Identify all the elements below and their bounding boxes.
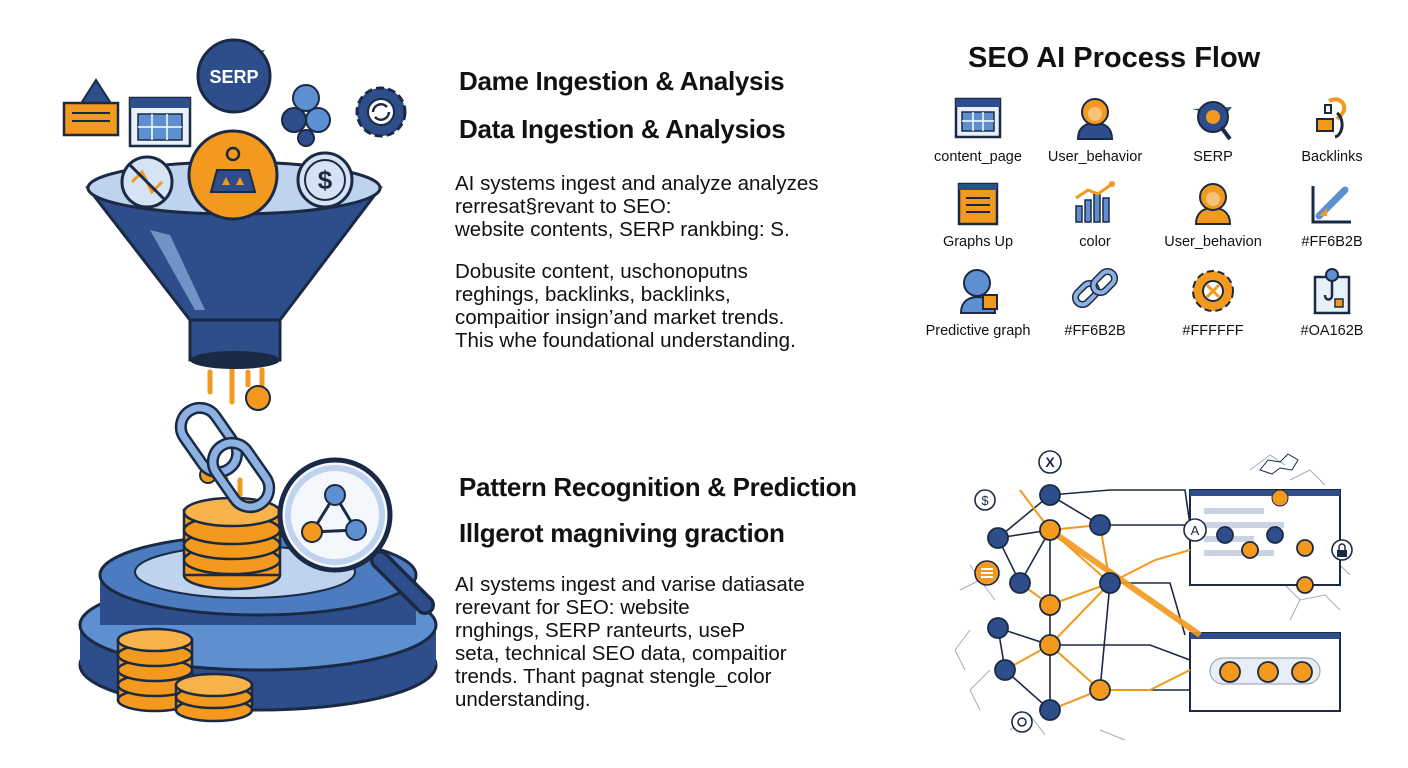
browser-window-icon xyxy=(128,96,192,148)
person-icon xyxy=(959,269,998,314)
network-marker-x: X xyxy=(1038,450,1062,474)
network-marker-dollar: $ xyxy=(974,489,996,511)
flow-item-label: #FF6B2B xyxy=(1064,323,1126,339)
target-marker-icon xyxy=(1011,711,1033,733)
serp-badge-label: SERP xyxy=(209,67,258,87)
serp-badge: SERP xyxy=(196,38,272,114)
svg-text:$: $ xyxy=(981,493,989,508)
flow-item-0a162b: #OA162B xyxy=(1262,265,1402,339)
browser-window-icon xyxy=(954,97,1002,139)
lock-marker-icon xyxy=(1331,539,1353,561)
flow-item-label: User_behavior xyxy=(1047,149,1143,165)
flow-item-content-page: content_page xyxy=(908,95,1048,165)
section2-heading-b: Illgerot magniving graction xyxy=(459,518,785,548)
flow-item-label: Graphs Up xyxy=(942,234,1014,250)
flow-item-label: color xyxy=(1079,234,1111,250)
gear-icon xyxy=(355,86,407,138)
section1-paragraph-2: Dobusite content, uschonoputns reghings,… xyxy=(455,260,796,352)
section2-heading-a: Pattern Recognition & Prediction xyxy=(459,472,857,502)
section1-heading-b: Data Ingestion & Analysios xyxy=(459,114,786,144)
svg-text:A: A xyxy=(1191,523,1200,538)
flow-item-label: content_page xyxy=(934,149,1022,165)
section1-paragraph-1: AI systems ingest and analyze analyzes r… xyxy=(455,172,819,241)
crossed-chart-icon xyxy=(120,155,174,209)
network-bubbles-icon xyxy=(281,84,331,147)
funnel-illustration: $ SERP xyxy=(62,38,438,723)
flow-item-label: Predictive graph xyxy=(925,323,1031,339)
flow-item-backlinks: Backlinks xyxy=(1262,95,1402,165)
link-icon xyxy=(1071,267,1119,309)
network-diagram: X $ A xyxy=(954,450,1353,741)
gear-icon xyxy=(1192,270,1234,312)
flow-item-user-behavion: User_behavion xyxy=(1143,180,1283,250)
bar-chart-icon xyxy=(1075,181,1115,223)
document-icon xyxy=(957,182,999,226)
coin-stack-right xyxy=(174,672,254,723)
section1-heading-a: Dame Ingestion & Analysis xyxy=(459,66,785,96)
chain-link-icon xyxy=(174,401,276,514)
coin-stack-center xyxy=(182,496,282,591)
svg-text:X: X xyxy=(1045,454,1055,470)
phone-hook-icon xyxy=(1313,268,1351,315)
flow-item-serp: SERP xyxy=(1143,95,1283,165)
flow-item-graphs-up: Graphs Up xyxy=(908,180,1048,250)
flow-item-color: color xyxy=(1025,180,1165,250)
svg-text:$: $ xyxy=(318,165,333,195)
flow-item-label: SERP xyxy=(1193,149,1233,165)
balance-scale-icon xyxy=(187,129,279,221)
section2-paragraph: AI systems ingest and varise datiasate r… xyxy=(455,573,805,711)
flow-item-ff6b2b-a: #FF6B2B xyxy=(1262,180,1402,250)
flow-item-ff6b2b-b: #FF6B2B xyxy=(1025,265,1165,339)
brain-sketch-icon xyxy=(1259,453,1299,507)
flow-item-label: User_behavion xyxy=(1164,234,1262,250)
flow-item-label: #FF6B2B xyxy=(1301,234,1363,250)
user-icon xyxy=(1194,183,1232,225)
dashboard-panel-top xyxy=(1189,489,1341,586)
network-marker-a: A xyxy=(1183,518,1207,542)
dollar-coin-icon: $ xyxy=(296,151,354,209)
flow-item-label: #FFFFFF xyxy=(1182,323,1244,339)
serp-target-icon xyxy=(1192,101,1232,141)
flow-title: SEO AI Process Flow xyxy=(968,42,1261,74)
backlink-chain-icon xyxy=(1316,97,1347,139)
flow-item-label: Backlinks xyxy=(1301,149,1363,165)
user-icon xyxy=(1076,98,1114,140)
magnifier-icon xyxy=(277,457,435,615)
trend-chart-icon xyxy=(1311,186,1351,224)
flow-item-label: #OA162B xyxy=(1300,323,1364,339)
flow-item-user-behavior: User_behavior xyxy=(1025,95,1165,165)
warning-document-icon xyxy=(62,78,120,137)
list-marker-icon xyxy=(974,560,1000,586)
flow-item-predictive-graph: Predictive graph xyxy=(908,265,1048,339)
flow-item-ffffff: #FFFFFF xyxy=(1143,265,1283,339)
